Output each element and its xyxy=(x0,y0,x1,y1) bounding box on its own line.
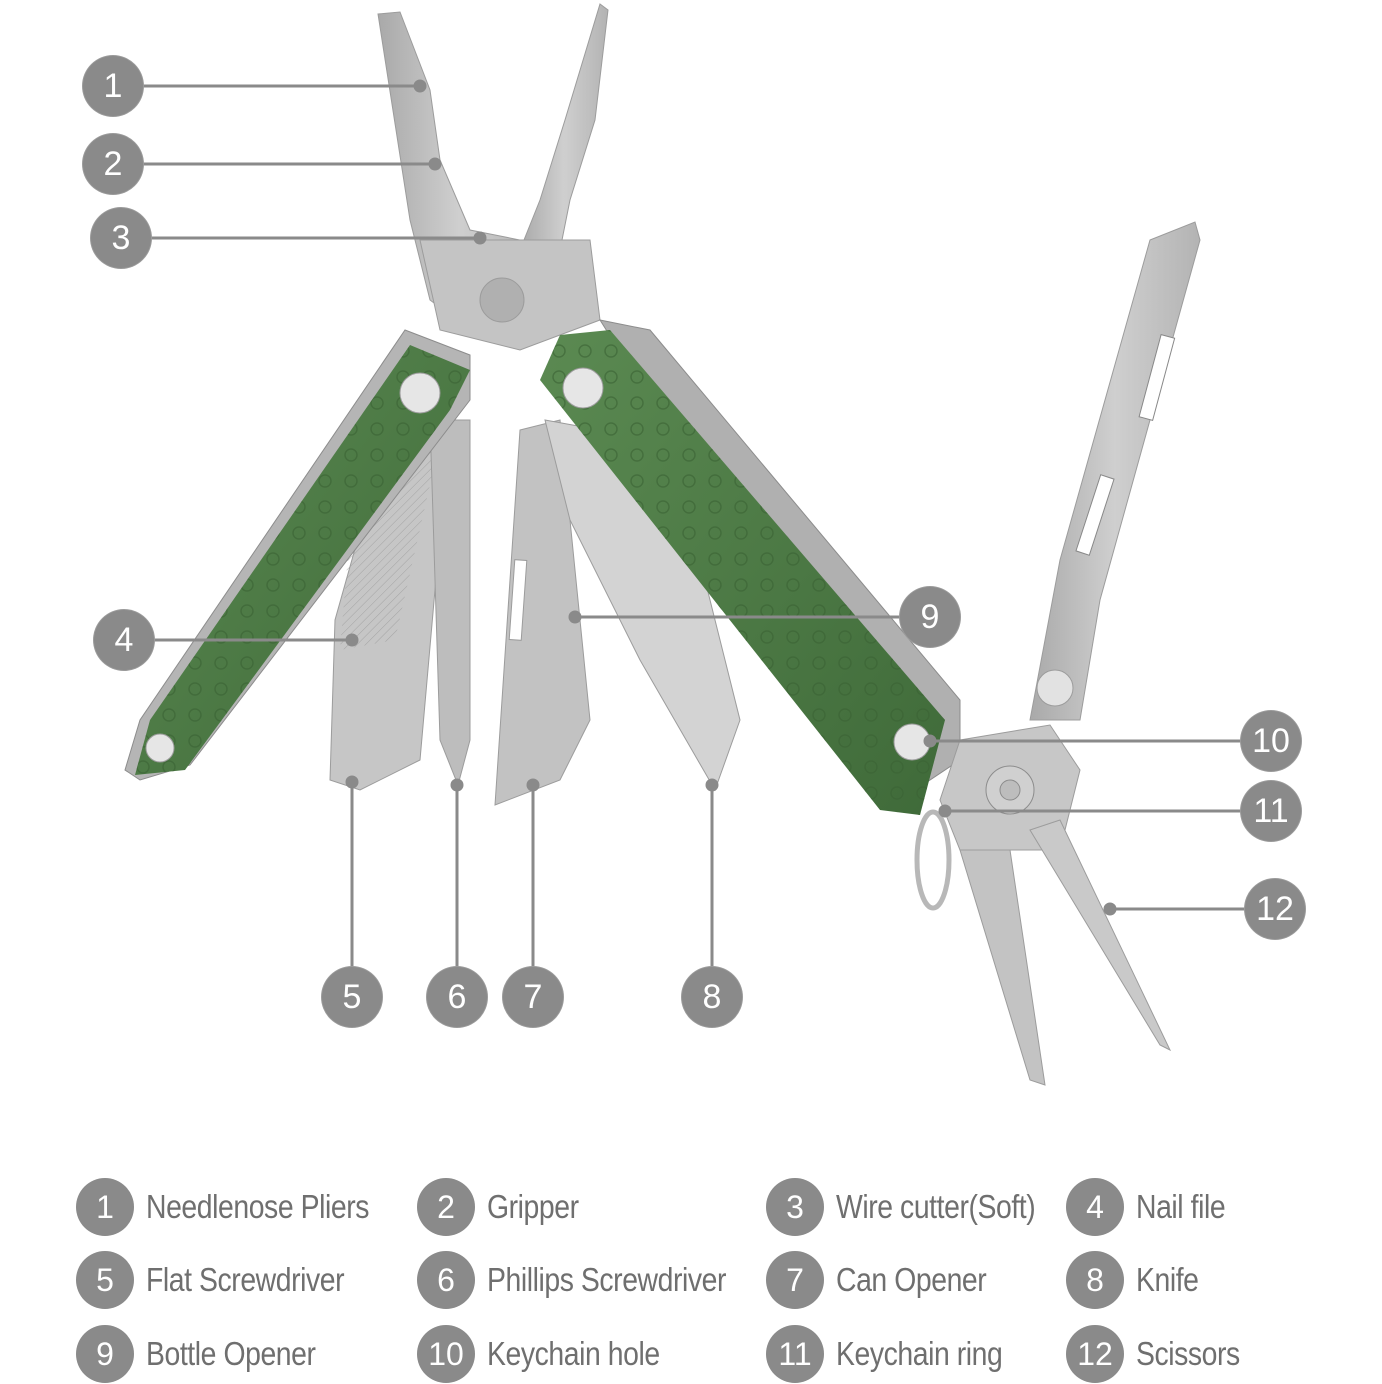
legend-badge: 2 xyxy=(417,1178,475,1236)
left-handle xyxy=(124,329,471,781)
callout-6: 6 xyxy=(427,967,487,1027)
callout-9: 9 xyxy=(900,587,960,647)
legend-item-6: 6 Phillips Screwdriver xyxy=(417,1250,765,1310)
inner-tools xyxy=(329,419,741,806)
callout-2: 2 xyxy=(83,134,143,194)
leader-lines xyxy=(143,79,1245,967)
pliers-jaws xyxy=(377,3,609,351)
legend-item-11: 11 Keychain ring xyxy=(766,1324,1029,1384)
legend-label: Flat Screwdriver xyxy=(146,1261,345,1298)
legend-label: Gripper xyxy=(487,1188,579,1225)
legend-item-9: 9 Bottle Opener xyxy=(76,1324,343,1384)
callout-8: 8 xyxy=(682,967,742,1027)
legend-badge: 10 xyxy=(417,1325,475,1383)
legend-item-5: 5 Flat Screwdriver xyxy=(76,1250,376,1310)
legend-item-12: 12 Scissors xyxy=(1066,1324,1257,1384)
callout-4: 4 xyxy=(94,610,154,670)
legend-item-7: 7 Can Opener xyxy=(766,1250,1011,1310)
legend-badge: 12 xyxy=(1066,1325,1124,1383)
right-handle xyxy=(540,319,961,815)
callout-3: 3 xyxy=(91,208,151,268)
legend-label: Bottle Opener xyxy=(146,1335,316,1372)
legend-item-10: 10 Keychain hole xyxy=(417,1324,688,1384)
callout-5: 5 xyxy=(322,967,382,1027)
legend-label: Nail file xyxy=(1136,1188,1226,1225)
legend-item-4: 4 Nail file xyxy=(1066,1177,1240,1237)
legend-badge: 1 xyxy=(76,1178,134,1236)
legend-item-2: 2 Gripper xyxy=(417,1177,594,1237)
legend-item-1: 1 Needlenose Pliers xyxy=(76,1177,405,1237)
legend-badge: 8 xyxy=(1066,1251,1124,1309)
legend-label: Can Opener xyxy=(836,1261,987,1298)
legend-label: Wire cutter(Soft) xyxy=(836,1188,1036,1225)
legend-badge: 3 xyxy=(766,1178,824,1236)
callout-1: 1 xyxy=(83,56,143,116)
legend-badge: 7 xyxy=(766,1251,824,1309)
legend-label: Keychain ring xyxy=(836,1335,1003,1372)
legend-badge: 9 xyxy=(76,1325,134,1383)
legend: 1 Needlenose Pliers 2 Gripper 3 Wire cut… xyxy=(0,1170,1382,1384)
legend-item-3: 3 Wire cutter(Soft) xyxy=(766,1177,1068,1237)
legend-badge: 4 xyxy=(1066,1178,1124,1236)
legend-label: Knife xyxy=(1136,1261,1199,1298)
legend-badge: 11 xyxy=(766,1325,824,1383)
scissors-assembly xyxy=(914,221,1201,1086)
legend-label: Phillips Screwdriver xyxy=(487,1261,727,1298)
callout-10: 10 xyxy=(1241,711,1301,771)
legend-label: Needlenose Pliers xyxy=(146,1188,370,1225)
callout-12: 12 xyxy=(1245,879,1305,939)
legend-badge: 6 xyxy=(417,1251,475,1309)
legend-label: Keychain hole xyxy=(487,1335,660,1372)
legend-label: Scissors xyxy=(1136,1335,1240,1372)
legend-item-8: 8 Knife xyxy=(1066,1250,1209,1310)
legend-badge: 5 xyxy=(76,1251,134,1309)
callout-11: 11 xyxy=(1241,781,1301,841)
callout-7: 7 xyxy=(503,967,563,1027)
